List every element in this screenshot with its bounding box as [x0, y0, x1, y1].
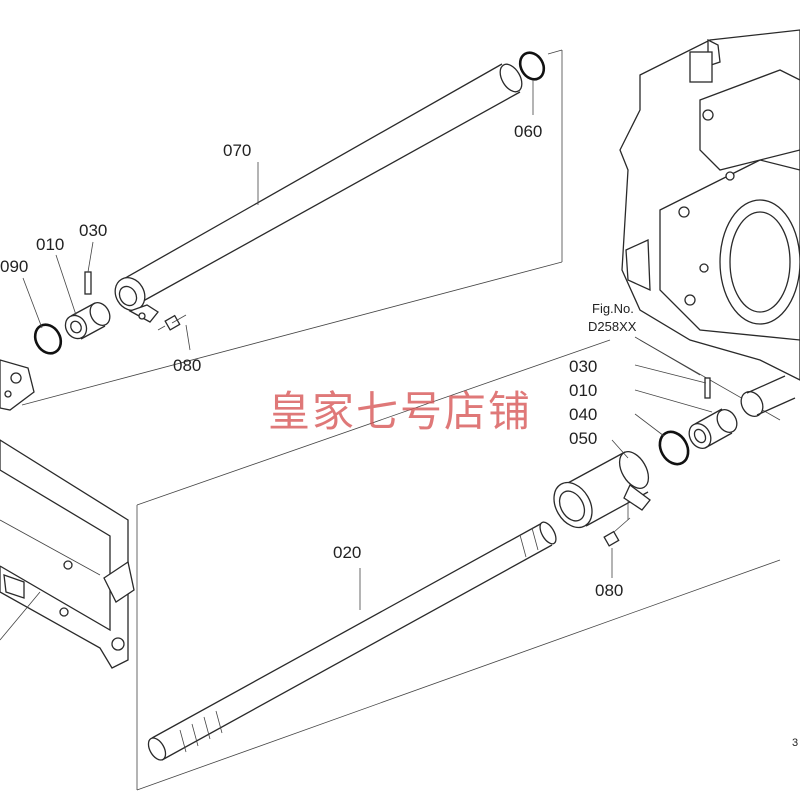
label-030-right: 030 — [569, 357, 597, 376]
collar-010-left — [64, 302, 111, 340]
label-010-left: 010 — [36, 235, 64, 254]
label-010-right: 010 — [569, 381, 597, 400]
label-040: 040 — [569, 405, 597, 424]
part-labels: 070 060 010 030 090 080 Fig.No. D258XX 0… — [0, 122, 798, 749]
upper-panel-outline — [21, 49, 563, 406]
label-070: 070 — [223, 141, 251, 160]
label-050: 050 — [569, 429, 597, 448]
transmission-case — [619, 29, 800, 381]
watermark-text: 皇家七号店铺 — [267, 387, 532, 436]
bolt-080-top — [157, 314, 187, 331]
o-ring-090 — [33, 323, 63, 355]
spline-end-right — [740, 375, 796, 417]
label-fig-no: Fig.No. — [592, 301, 634, 316]
label-090: 090 — [0, 257, 28, 276]
label-fig-ref: D258XX — [588, 319, 637, 334]
label-080-bottom: 080 — [595, 581, 623, 600]
label-080-top: 080 — [173, 356, 201, 375]
o-ring-040 — [658, 430, 690, 466]
label-030-left: 030 — [79, 221, 107, 240]
bolt-080-bottom — [603, 517, 631, 547]
left-housing — [0, 359, 135, 669]
page-number: 3 — [792, 737, 798, 749]
sleeve-050 — [553, 451, 651, 529]
o-ring-060 — [518, 51, 546, 81]
collar-010-right — [688, 408, 738, 449]
leader-lines — [22, 80, 713, 610]
label-020: 020 — [333, 543, 361, 562]
shaft-020 — [147, 521, 557, 761]
pin-030-left — [84, 271, 92, 295]
shaft-070 — [114, 63, 523, 323]
label-060: 060 — [514, 122, 542, 141]
pin-030-right — [704, 377, 711, 399]
